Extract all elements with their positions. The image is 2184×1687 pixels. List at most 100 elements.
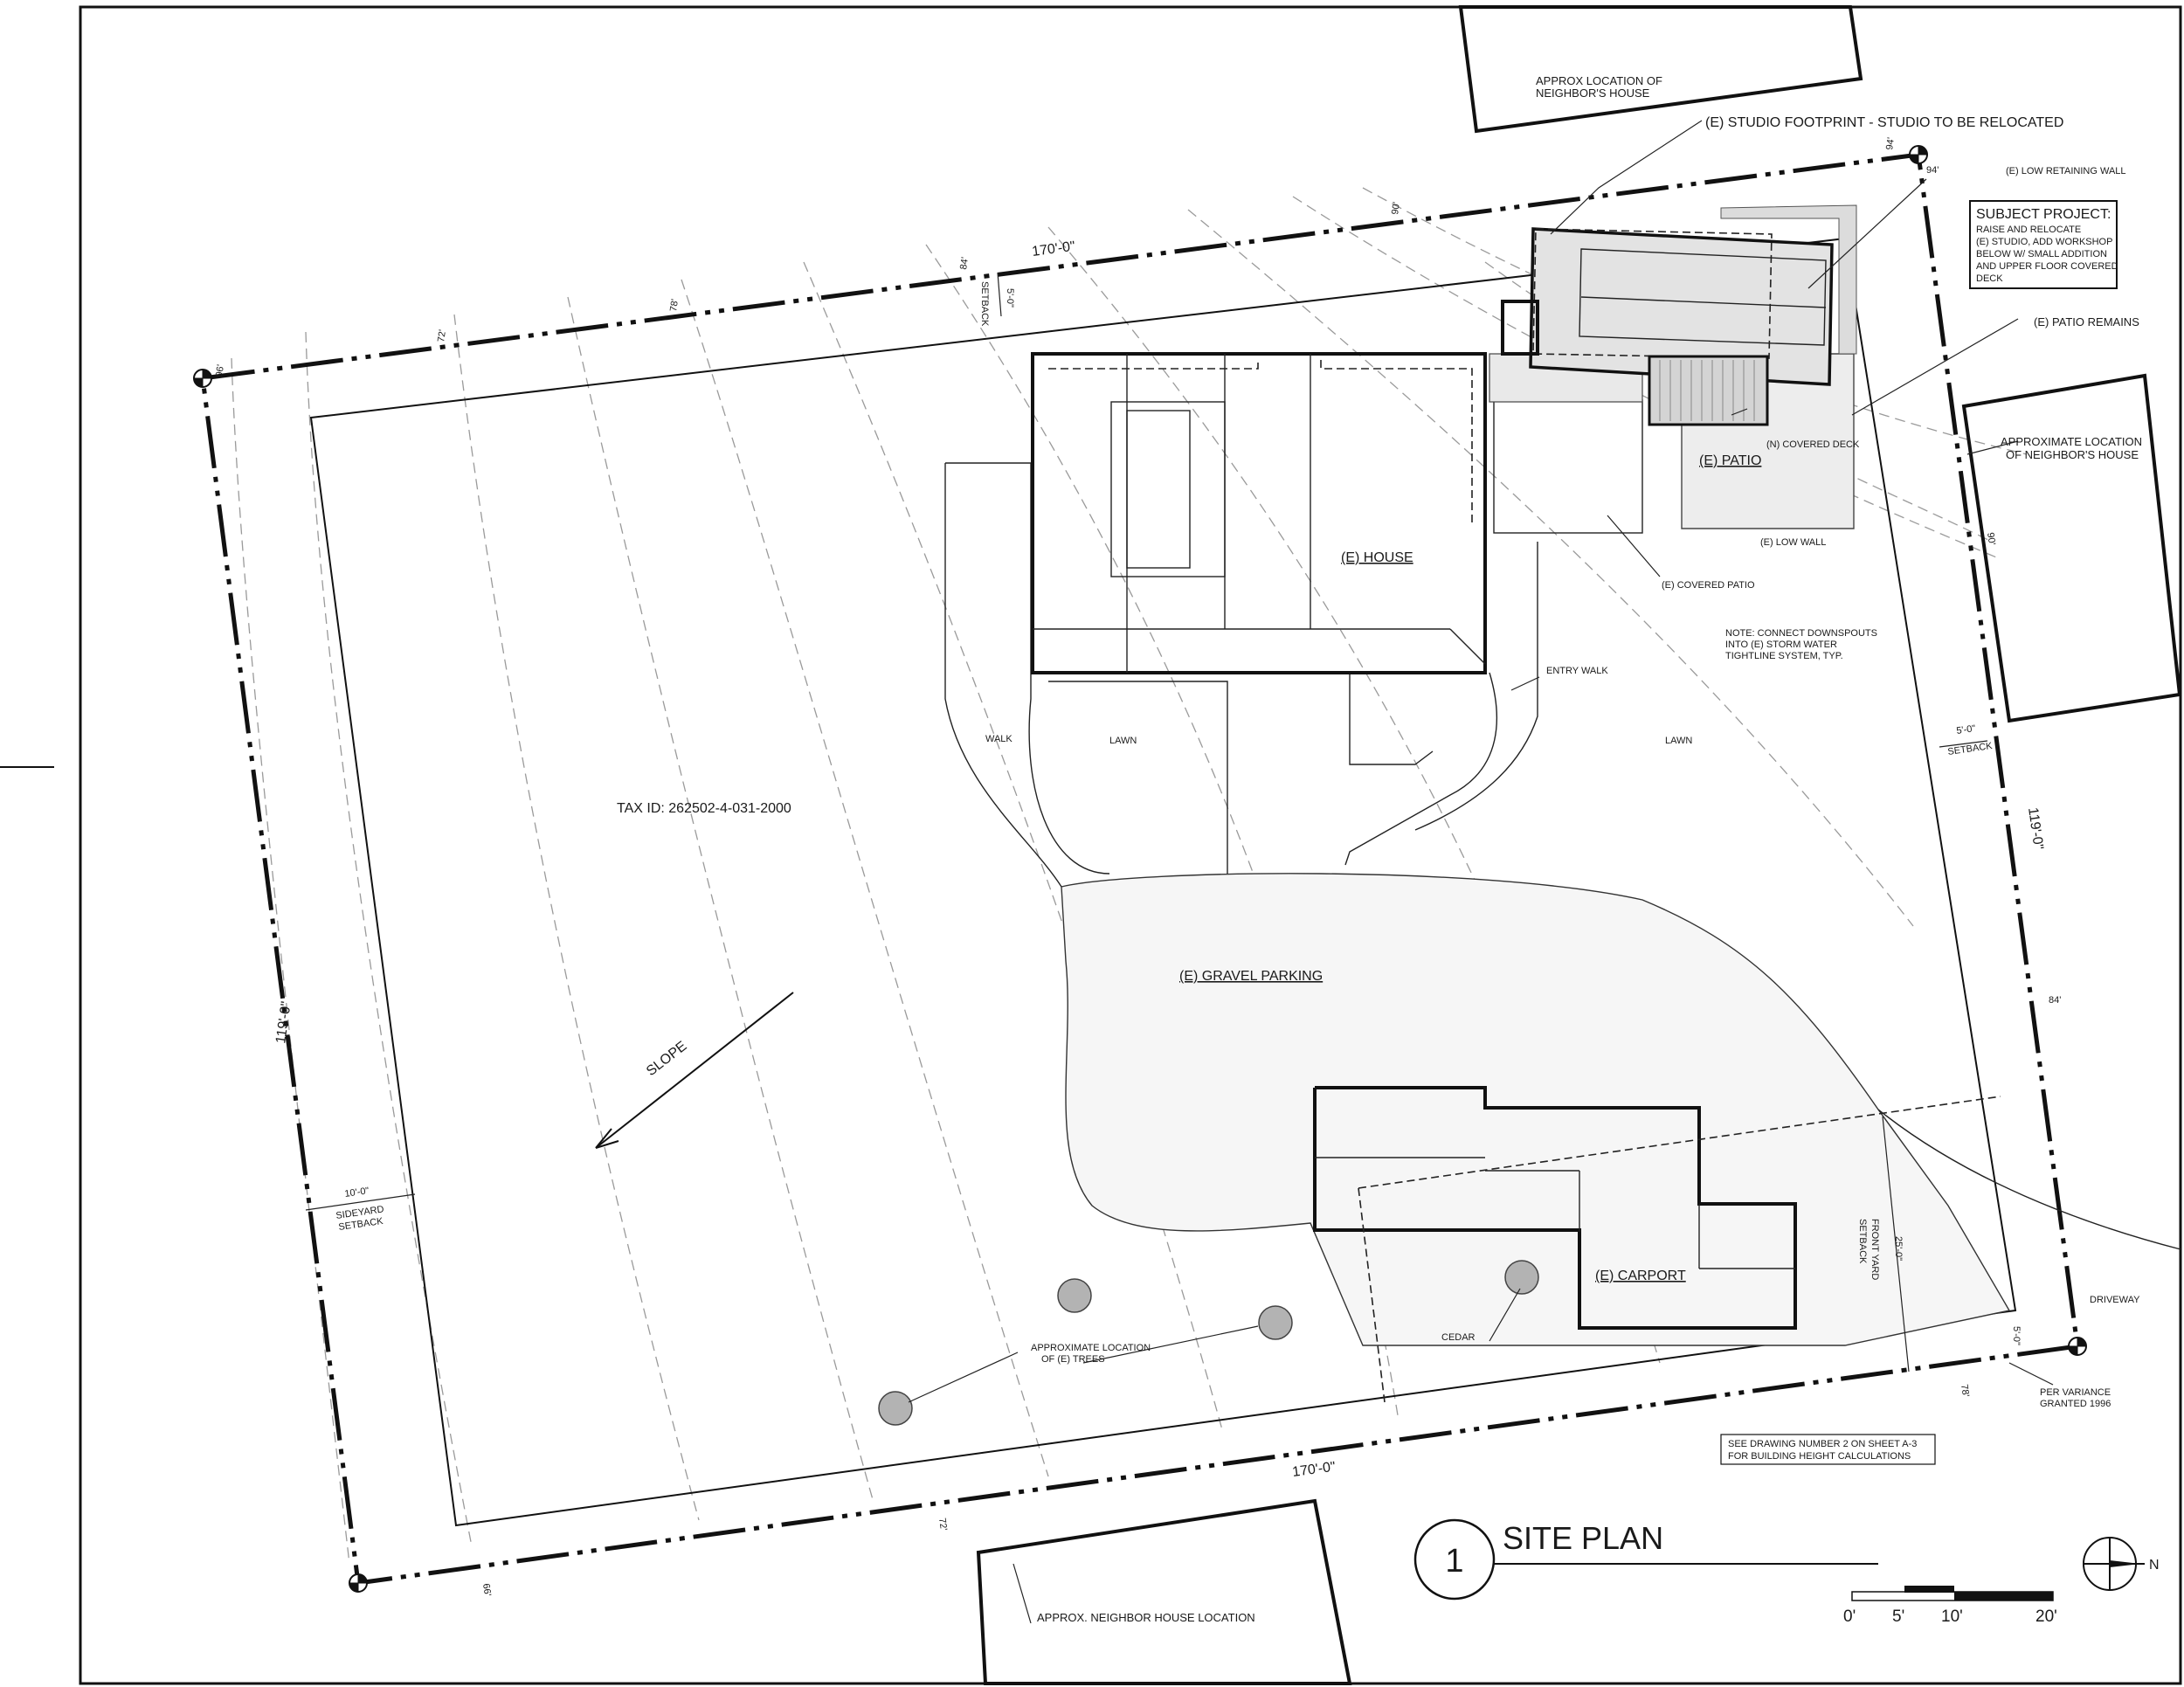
per-variance-line2: GRANTED 1996 xyxy=(2040,1399,2111,1409)
lawn-edge-house xyxy=(1349,673,1434,765)
entry-walk-outer xyxy=(1414,542,1538,831)
elev-right-94: 94' xyxy=(1926,165,1939,176)
deck-hatch xyxy=(1659,360,1755,421)
subject-project-line-4: AND UPPER FLOOR COVERED xyxy=(1976,261,2118,272)
neighbor-top-line1: APPROX LOCATION OF xyxy=(1536,74,1662,87)
lawn-right-label: LAWN xyxy=(1665,736,1692,746)
neighbor-house-top xyxy=(1458,5,1863,134)
gravel-parking-label: (E) GRAVEL PARKING xyxy=(1179,969,1323,984)
existing-trees xyxy=(878,1260,1539,1426)
elev-right-84: 84' xyxy=(2049,995,2061,1006)
scale-5: 5' xyxy=(1892,1607,1904,1626)
dim-left: 119'-0" xyxy=(273,1000,294,1044)
leader-lines xyxy=(305,120,2054,1624)
walk-label: WALK xyxy=(985,734,1013,744)
walk-path xyxy=(945,462,1110,875)
drawing-number: 1 xyxy=(1445,1543,1463,1580)
subject-project-line-5: DECK xyxy=(1976,273,2003,284)
low-retaining-wall xyxy=(1720,204,1857,355)
elev-bottom-66: 66' xyxy=(480,1583,493,1597)
dim-top: 170'-0" xyxy=(1031,239,1075,259)
setback-right-dim: 5'-0" xyxy=(1956,723,1976,736)
entry-walk-label: ENTRY WALK xyxy=(1546,666,1608,676)
covered-deck-label: (N) COVERED DECK xyxy=(1766,439,1860,450)
tree-1 xyxy=(1057,1278,1092,1313)
walk-path-outer xyxy=(944,463,1062,888)
setback-front-small: 5'-0" xyxy=(2011,1326,2022,1345)
house-label: (E) HOUSE xyxy=(1341,550,1413,565)
elev-bottom-78: 78' xyxy=(1959,1384,1971,1398)
corner-markers xyxy=(193,145,2087,1593)
scale-0: 0' xyxy=(1843,1607,1856,1626)
front-yard-line2: SETBACK xyxy=(1857,1219,1868,1264)
setback-top-label: SETBACK xyxy=(979,281,990,327)
tree-3 xyxy=(878,1391,913,1426)
drawing-number-circle xyxy=(1413,1518,1496,1601)
tree-2 xyxy=(1258,1305,1293,1340)
drawing-title: SITE PLAN xyxy=(1503,1520,1663,1556)
tax-id: TAX ID: 262502-4-031-2000 xyxy=(617,801,791,816)
neighbor-right-line2: OF NEIGHBOR'S HOUSE xyxy=(2006,448,2139,461)
dim-bottom: 170'-0" xyxy=(1291,1460,1336,1480)
height-note-box xyxy=(1720,1434,1936,1465)
subject-project-line-2: (E) STUDIO, ADD WORKSHOP xyxy=(1976,237,2112,247)
subject-project-title: SUBJECT PROJECT: xyxy=(1976,207,2111,222)
driveway-edge xyxy=(1877,1109,2181,1250)
covered-patio xyxy=(1493,399,1643,534)
studio-footprint-label: (E) STUDIO FOOTPRINT - STUDIO TO BE RELO… xyxy=(1705,115,2063,130)
carport-label: (E) CARPORT xyxy=(1595,1269,1686,1283)
note-line-2: INTO (E) STORM WATER xyxy=(1725,640,1837,650)
elev-top-right: 94' xyxy=(1884,137,1897,151)
elev-right-90: 90' xyxy=(1985,532,1997,546)
new-covered-deck xyxy=(1648,355,1769,426)
elev-top-90: 90' xyxy=(1390,202,1402,216)
setback-top-dim: 5'-0" xyxy=(1005,288,1015,308)
patio-remains-label: (E) PATIO REMAINS xyxy=(2034,315,2139,328)
elev-top-78: 78' xyxy=(668,299,681,313)
scale-10: 10' xyxy=(1941,1607,1963,1626)
subject-project-line-1: RAISE AND RELOCATE xyxy=(1976,225,2081,235)
scale-bar xyxy=(1851,1586,2054,1601)
scale-20: 20' xyxy=(2035,1607,2057,1626)
elev-bottom-72: 72' xyxy=(936,1518,949,1531)
dim-right: 119'-0" xyxy=(2025,806,2046,850)
cedar-label: CEDAR xyxy=(1441,1332,1476,1343)
north-arrow-icon xyxy=(2083,1537,2145,1591)
setback-line xyxy=(309,237,2017,1527)
existing-carport xyxy=(1313,1086,2001,1403)
retaining-wall-label: (E) LOW RETAINING WALL xyxy=(2006,166,2126,176)
north-label: N xyxy=(2149,1558,2160,1573)
drawing-text: APPROX LOCATION OF NEIGHBOR'S HOUSE (E) … xyxy=(214,74,2159,1626)
neighbor-top-line2: NEIGHBOR'S HOUSE xyxy=(1536,86,1650,100)
lawn-edge-left xyxy=(1048,681,1228,874)
patio-label: (E) PATIO xyxy=(1699,453,1761,468)
sideyard-dim: 10'-0" xyxy=(344,1186,370,1200)
driveway-label: DRIVEWAY xyxy=(2090,1295,2140,1305)
note-line-1: NOTE: CONNECT DOWNSPOUTS xyxy=(1725,628,1877,639)
front-yard-line1: FRONT YARD xyxy=(1870,1219,1880,1280)
neighbor-house-right xyxy=(1961,373,2182,723)
lawn-left-label: LAWN xyxy=(1109,736,1137,746)
existing-house xyxy=(1031,352,1487,674)
trees-line2: OF (E) TREES xyxy=(1041,1354,1105,1365)
subject-project-line-3: BELOW W/ SMALL ADDITION xyxy=(1976,249,2107,259)
cedar-tree xyxy=(1504,1260,1539,1295)
slope-label: SLOPE xyxy=(644,1039,690,1079)
neighbor-house-bottom xyxy=(976,1498,1352,1685)
entry-walk xyxy=(1344,672,1497,866)
front-yard-dim: 25'-0" xyxy=(1893,1236,1904,1261)
covered-patio-label: (E) COVERED PATIO xyxy=(1662,580,1755,591)
slope-arrow xyxy=(595,992,794,1149)
low-wall-label: (E) LOW WALL xyxy=(1760,537,1826,548)
trees-line1: APPROXIMATE LOCATION xyxy=(1031,1343,1151,1353)
note-line-3: TIGHTLINE SYSTEM, TYP. xyxy=(1725,651,1843,661)
elev-top-72: 72' xyxy=(436,329,448,343)
height-note-line1: SEE DRAWING NUMBER 2 ON SHEET A-3 xyxy=(1728,1439,1917,1449)
subject-project-box xyxy=(1969,200,2118,289)
height-note-line2: FOR BUILDING HEIGHT CALCULATIONS xyxy=(1728,1451,1911,1462)
elev-top-84: 84' xyxy=(958,257,971,271)
studio-footprint xyxy=(1501,227,1834,386)
neighbor-bottom-label: APPROX. NEIGHBOR HOUSE LOCATION xyxy=(1037,1611,1255,1624)
neighbor-right-line1: APPROXIMATE LOCATION xyxy=(2001,435,2142,448)
